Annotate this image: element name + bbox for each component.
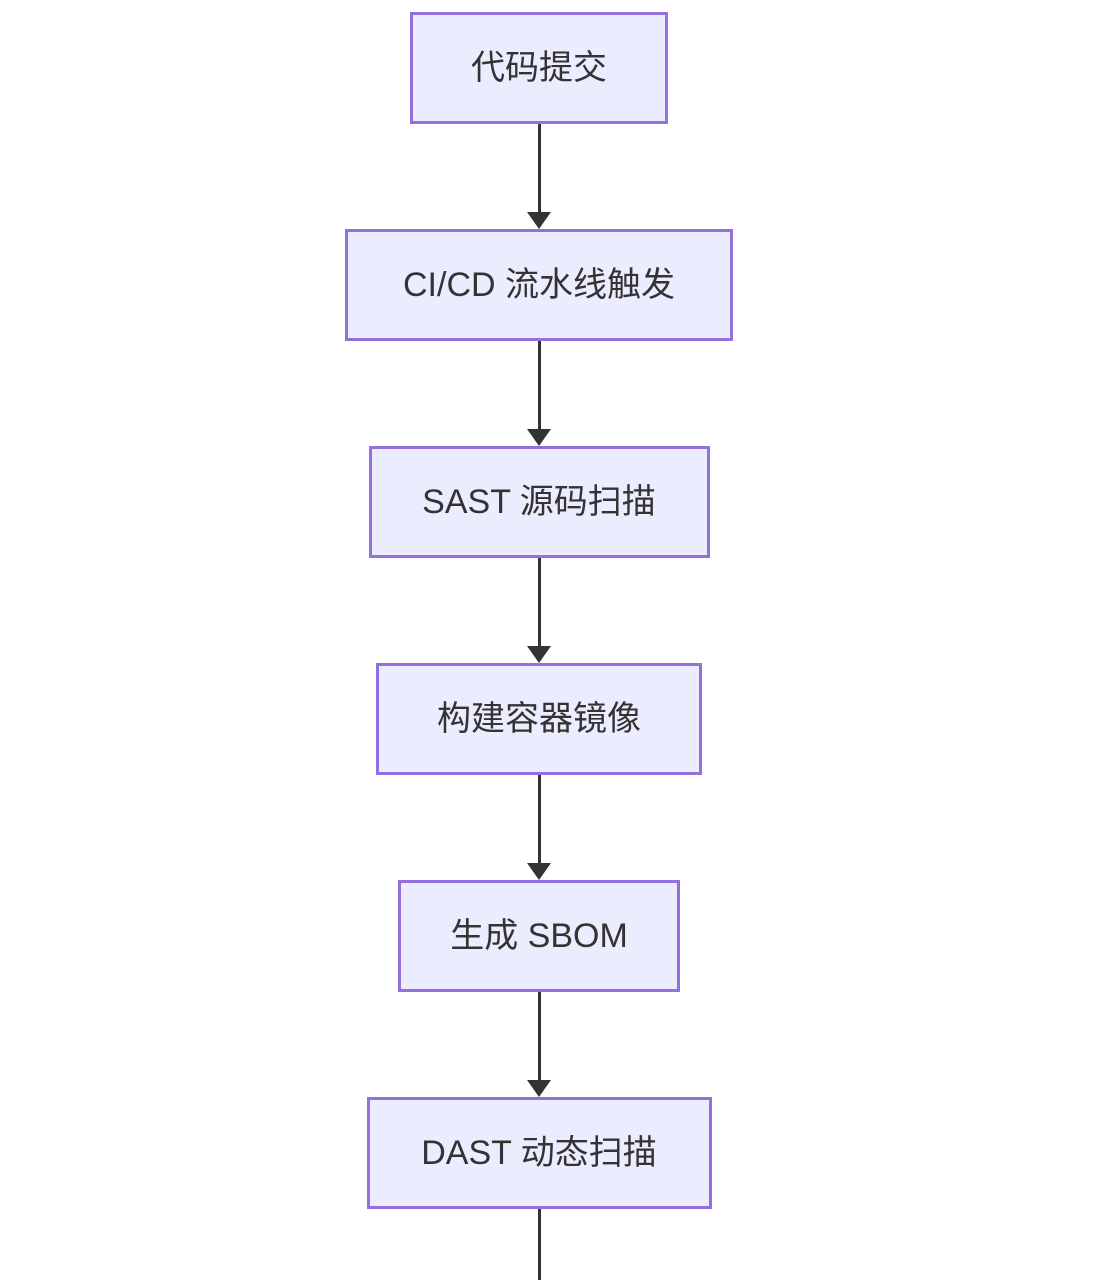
flow-node-build-container-image: 构建容器镜像 <box>376 663 702 775</box>
flowchart-column: 代码提交 CI/CD 流水线触发 SAST 源码扫描 构建容器镜像 <box>345 12 733 1280</box>
flow-node-cicd-pipeline-trigger: CI/CD 流水线触发 <box>345 229 733 341</box>
edge-line <box>537 1209 541 1280</box>
flow-edge <box>527 341 551 446</box>
node-label: 生成 SBOM <box>450 917 628 955</box>
edge-line <box>537 775 541 864</box>
flow-edge <box>527 124 551 229</box>
edge-line <box>537 558 541 647</box>
node-label: DAST 动态扫描 <box>421 1134 657 1172</box>
node-label: 构建容器镜像 <box>437 700 641 738</box>
flow-node-code-commit: 代码提交 <box>410 12 668 124</box>
edge-line <box>537 341 541 430</box>
node-label: CI/CD 流水线触发 <box>403 266 675 304</box>
arrow-down-icon <box>527 429 551 446</box>
flow-edge-continuation <box>537 1209 541 1280</box>
flow-node-dast-dynamic-scan: DAST 动态扫描 <box>366 1097 712 1209</box>
node-label: 代码提交 <box>471 49 607 87</box>
flow-node-generate-sbom: 生成 SBOM <box>398 880 680 992</box>
flow-edge <box>527 775 551 880</box>
flow-edge <box>527 992 551 1097</box>
arrow-down-icon <box>527 1080 551 1097</box>
flow-node-sast-source-scan: SAST 源码扫描 <box>368 446 710 558</box>
node-label: SAST 源码扫描 <box>422 483 656 521</box>
arrow-down-icon <box>527 646 551 663</box>
flow-edge <box>527 558 551 663</box>
edge-line <box>537 992 541 1081</box>
edge-line <box>537 124 541 213</box>
arrow-down-icon <box>527 863 551 880</box>
arrow-down-icon <box>527 212 551 229</box>
